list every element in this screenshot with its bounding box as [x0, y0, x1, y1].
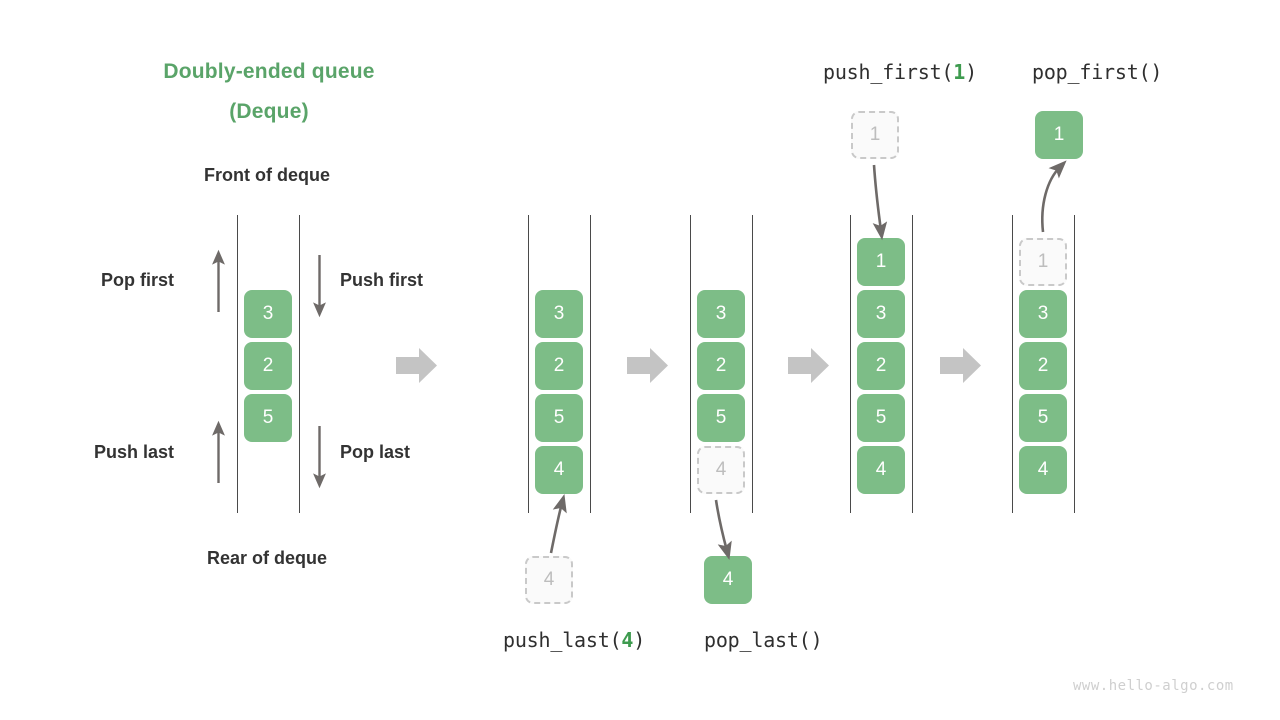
push-first-transfer-arrow: [872, 164, 888, 241]
deque-cell: 2: [535, 342, 583, 390]
deque-cell: 5: [244, 394, 292, 442]
outgoing-value-box: 4: [704, 556, 752, 604]
deque-cell-removed: 4: [697, 446, 745, 494]
deque-cell: 4: [1019, 446, 1067, 494]
rear-of-deque-label: Rear of deque: [206, 548, 328, 568]
rail-left-col5: [1012, 215, 1013, 513]
rail-left-col4: [850, 215, 851, 513]
rail-right-col2: [590, 215, 591, 513]
push-last-operation-label: push_last(4): [503, 628, 645, 652]
deque-cell: 3: [244, 290, 292, 338]
deque-cell: 3: [1019, 290, 1067, 338]
flow-arrow-4: [940, 348, 981, 383]
pop-first-operation-label: pop_first(): [1032, 60, 1163, 84]
deque-cell: 5: [535, 394, 583, 442]
rail-right-col1: [299, 215, 300, 513]
push-last-transfer-arrow: [549, 493, 567, 554]
deque-cell: 4: [535, 446, 583, 494]
push-first-operation-label: push_first(1): [823, 60, 977, 84]
deque-cell: 3: [857, 290, 905, 338]
push-last-prefix: push_last(: [503, 628, 622, 652]
incoming-value-box: 1: [851, 111, 899, 159]
push-first-suffix: ): [965, 60, 977, 84]
incoming-value-box: 4: [525, 556, 573, 604]
pop-first-transfer-arrow: [1041, 160, 1067, 233]
push-last-label: Push last: [94, 442, 175, 462]
deque-cell: 2: [1019, 342, 1067, 390]
deque-cell: 2: [244, 342, 292, 390]
rail-left-col2: [528, 215, 529, 513]
deque-cell: 1: [857, 238, 905, 286]
diagram-title-line1: Doubly-ended queue: [163, 60, 375, 83]
deque-cell-removed: 1: [1019, 238, 1067, 286]
rail-right-col5: [1074, 215, 1075, 513]
diagram-title-line2: (Deque): [229, 100, 309, 123]
deque-cell: 2: [857, 342, 905, 390]
rail-left-col1: [237, 215, 238, 513]
rail-right-col4: [912, 215, 913, 513]
pop-last-label: Pop last: [340, 442, 411, 462]
push-last-suffix: ): [633, 628, 646, 652]
pop-last-operation-label: pop_last(): [704, 628, 823, 652]
flow-arrow-2: [627, 348, 668, 383]
pop-first-label: Pop first: [101, 270, 175, 290]
push-first-prefix: push_first(: [823, 60, 954, 84]
front-of-deque-label: Front of deque: [204, 165, 330, 185]
deque-cell: 3: [697, 290, 745, 338]
pop-last-transfer-arrow: [714, 499, 732, 561]
rail-left-col3: [690, 215, 691, 513]
deque-cell: 4: [857, 446, 905, 494]
outgoing-value-box: 1: [1035, 111, 1083, 159]
push-first-argument: 1: [953, 60, 966, 84]
deque-cell: 3: [535, 290, 583, 338]
watermark: www.hello-algo.com: [1073, 678, 1234, 694]
rail-right-col3: [752, 215, 753, 513]
deque-cell: 5: [1019, 394, 1067, 442]
push-last-argument: 4: [621, 628, 634, 652]
push-first-label: Push first: [340, 270, 424, 290]
flow-arrow-1: [396, 348, 437, 383]
deque-cell: 5: [857, 394, 905, 442]
flow-arrow-3: [788, 348, 829, 383]
deque-cell: 5: [697, 394, 745, 442]
deque-cell: 2: [697, 342, 745, 390]
